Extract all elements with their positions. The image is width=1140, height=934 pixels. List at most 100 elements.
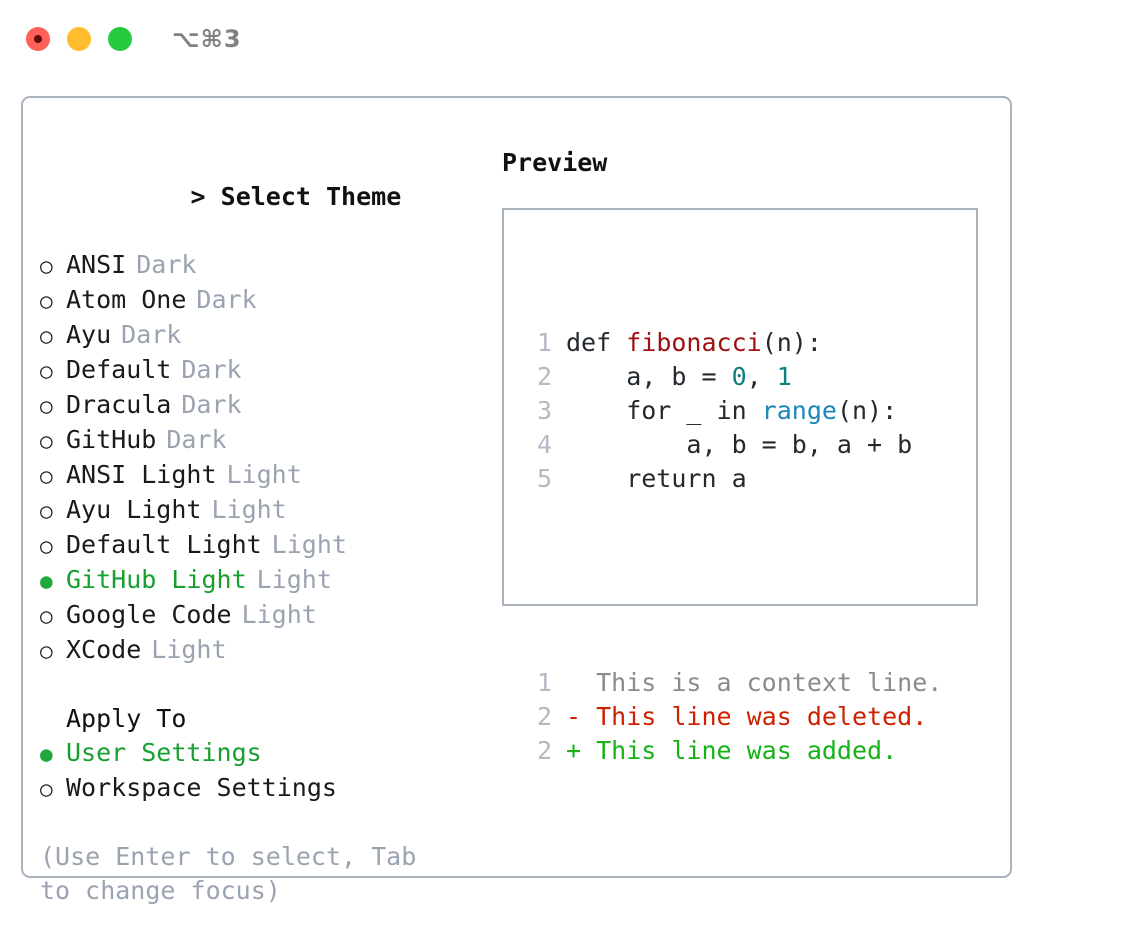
radio-selected-icon: ● [40,742,53,766]
keyboard-shortcut-label: ⌥⌘3 [172,25,242,53]
maximize-button[interactable] [108,27,132,51]
preview-heading: Preview [502,148,608,177]
apply-to-list: ● User Settings ○ Workspace Settings [40,736,480,806]
theme-variant-tag: Dark [181,355,242,384]
code-line-content: a, b = 0, 1 [566,360,792,394]
theme-option-default-light[interactable]: ○ Default Light Light [40,528,480,563]
theme-option-label: GitHub [66,425,157,454]
line-number: 3 [536,396,552,425]
code-line-content: for _ in range(n): [566,394,897,428]
diff-sample: 1 This is a context line.2- This line wa… [522,666,942,768]
apply-option-label: Workspace Settings [66,773,337,802]
code-token: def [566,328,627,357]
theme-variant-tag: Light [271,530,347,559]
radio-unselected-icon: ○ [40,777,53,801]
line-number: 1 [536,668,552,697]
theme-option-ansi-light[interactable]: ○ ANSI Light Light [40,458,480,493]
theme-option-label: ANSI [66,250,127,279]
apply-option-label: User Settings [66,738,262,767]
code-token: , [746,362,777,391]
theme-option-label: ANSI Light [66,460,217,489]
theme-variant-tag: Light [226,460,302,489]
radio-unselected-icon: ○ [40,359,53,383]
code-token: return a [566,464,747,493]
theme-option-label: Ayu Light [66,495,202,524]
apply-to-heading: Apply To [66,704,187,733]
code-line-content: return a [566,462,747,496]
minimize-button[interactable] [67,27,91,51]
code-token: a, b = [566,362,732,391]
theme-option-label: XCode [66,635,142,664]
theme-option-label: Google Code [66,600,232,629]
code-line-content: def fibonacci(n): [566,326,822,360]
diff-text: This line was added. [581,736,898,765]
window-controls [26,27,132,51]
diff-line-added: 2 + This line was added. [522,734,942,768]
code-token: (n): [761,328,822,357]
theme-variant-tag: Light [256,565,332,594]
code-line: 4 a, b = b, a + b [522,428,942,462]
radio-unselected-icon: ○ [40,324,53,348]
theme-option-github-light[interactable]: ● GitHub Light Light [40,563,480,598]
code-line: 3 for _ in range(n): [522,394,942,428]
theme-variant-tag: Dark [136,250,197,279]
line-number: 5 [536,464,552,493]
builtin-token: range [761,396,837,425]
diff-marker: - [566,702,582,731]
diff-line-deleted: 2- This line was deleted. [522,700,942,734]
radio-unselected-icon: ○ [40,464,53,488]
theme-option-github[interactable]: ○ GitHub Dark [40,423,480,458]
diff-marker: + [566,736,582,765]
theme-option-label: Ayu [66,320,112,349]
code-token: (n): [836,396,898,425]
theme-option-label: Atom One [66,285,187,314]
theme-option-ayu-light[interactable]: ○ Ayu Light Light [40,493,480,528]
code-line: 2 a, b = 0, 1 [522,360,942,394]
line-number: 2 [536,362,552,391]
apply-option-workspace-settings[interactable]: ○ Workspace Settings [40,771,480,806]
theme-option-ansi[interactable]: ○ ANSI Dark [40,248,480,283]
line-number: 2 [536,702,552,731]
radio-unselected-icon: ○ [40,534,53,558]
radio-selected-icon: ● [40,569,53,593]
radio-unselected-icon: ○ [40,429,53,453]
diff-marker [566,666,581,700]
theme-variant-tag: Dark [196,285,257,314]
line-number: 4 [536,430,552,459]
apply-option-user-settings[interactable]: ● User Settings [40,736,480,771]
theme-variant-tag: Light [241,600,317,629]
radio-unselected-icon: ○ [40,254,53,278]
section-spacer [40,668,480,702]
title-bar: ⌥⌘3 [0,0,1140,78]
theme-variant-tag: Dark [166,425,227,454]
radio-unselected-icon: ○ [40,499,53,523]
diff-text: This line was deleted. [581,702,928,731]
theme-option-label: Dracula [66,390,172,419]
theme-variant-tag: Light [211,495,287,524]
code-token: a, b = b, a + b [566,430,913,459]
select-theme-heading: > Select Theme [40,146,480,248]
code-diff-gap [522,564,942,598]
caret-icon: > [190,182,206,211]
theme-option-label: Default Light [66,530,262,559]
radio-unselected-icon: ○ [40,639,53,663]
close-button[interactable] [26,27,50,51]
theme-option-label: GitHub Light [66,565,247,594]
keyboard-hint-text: (Use Enter to select, Tab to change focu… [40,842,432,905]
line-number: 2 [536,736,552,765]
function-name-token: fibonacci [626,328,762,357]
